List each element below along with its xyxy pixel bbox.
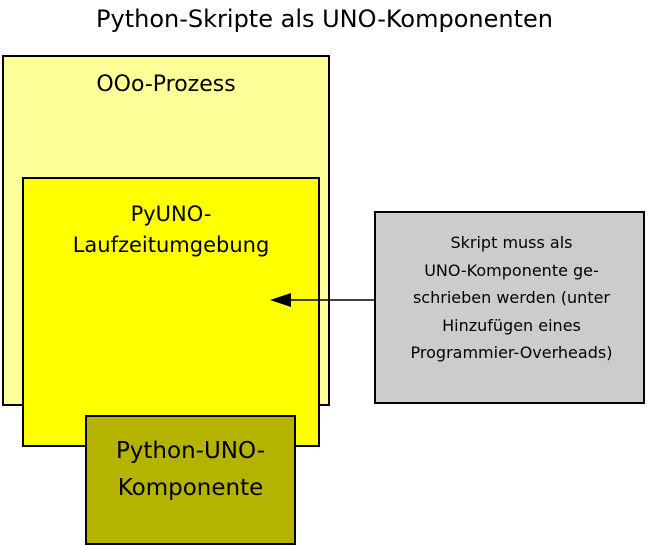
pyuno-runtime-box[interactable]: PyUNO- Laufzeitumgebung Python-UNO- Komp… (22, 177, 320, 545)
pyuno-runtime-label-line-2: Laufzeitumgebung (72, 233, 270, 257)
page-title: Python-Skripte als UNO-Komponenten (96, 5, 553, 33)
ooo-process-box[interactable]: OOo-Prozess PyUNO- Laufzeitumgebung Pyth… (2, 55, 330, 545)
note-label-line-2: UNO-Komponente ge- (424, 260, 599, 280)
note-box-label: Skript muss als UNO-Komponente ge- schri… (380, 229, 643, 367)
python-uno-component-label-line-1: Python-UNO- (115, 438, 266, 464)
python-uno-component-box-label: Python-UNO- Komponente (87, 433, 294, 507)
python-uno-component-label-line-2: Komponente (117, 475, 264, 501)
note-label-line-1: Skript muss als (450, 233, 573, 252)
python-uno-component-box[interactable]: Python-UNO- Komponente (85, 415, 296, 545)
note-label-line-4: Hinzufügen eines (442, 315, 581, 335)
pyuno-runtime-label-line-1: PyUNO- (130, 202, 212, 226)
pyuno-runtime-box-label: PyUNO- Laufzeitumgebung (24, 199, 318, 261)
note-label-line-3: schrieben werden (unter (412, 288, 611, 307)
diagram-canvas: Python-Skripte als UNO-Komponenten OOo-P… (2, 5, 645, 545)
note-label-line-5: Programmier-Overheads) (410, 343, 613, 362)
note-box[interactable]: Skript muss als UNO-Komponente ge- schri… (374, 211, 645, 404)
ooo-process-box-label: OOo-Prozess (96, 72, 236, 97)
